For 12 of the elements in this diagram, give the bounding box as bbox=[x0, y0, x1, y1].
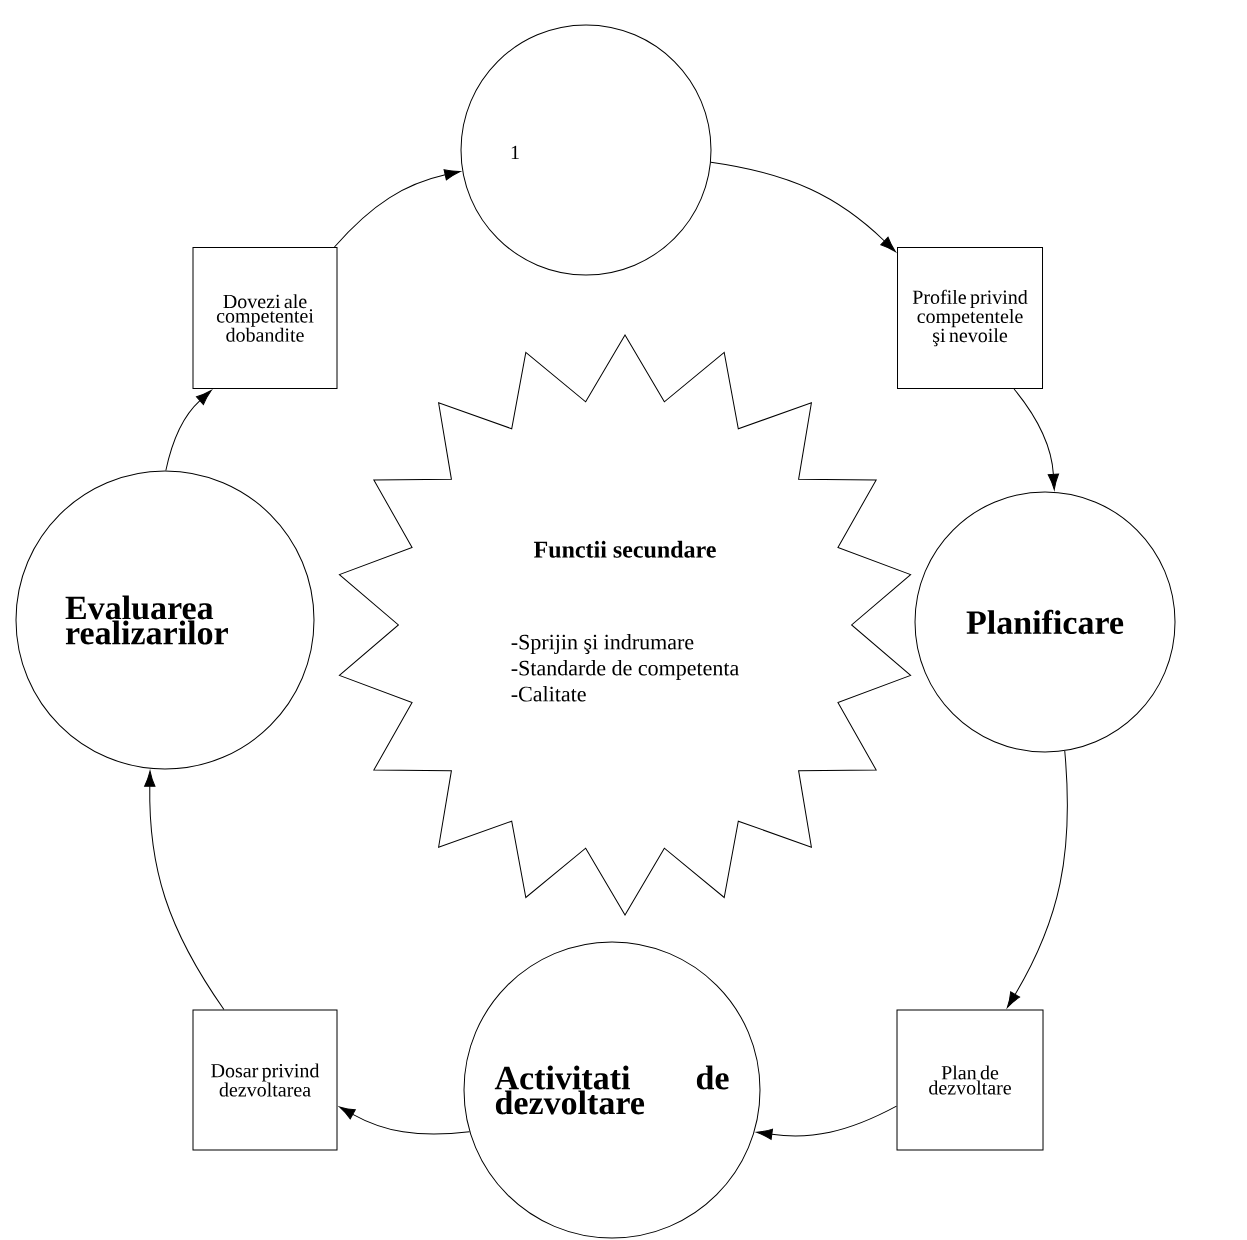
arrow bbox=[165, 390, 212, 471]
arrow bbox=[333, 169, 461, 248]
arrow bbox=[756, 1105, 897, 1140]
text-box: Plan de dezvoltare bbox=[896, 1009, 1044, 1151]
arrow bbox=[1006, 750, 1068, 1008]
arrow bbox=[144, 770, 225, 1010]
arrow bbox=[710, 161, 896, 253]
arrow bbox=[1013, 388, 1060, 491]
arrow bbox=[339, 1106, 470, 1135]
text-box: Dovezi ale competentei dobandite bbox=[192, 247, 338, 389]
text-box: Dosar privind dezvoltarea bbox=[192, 1009, 338, 1151]
text-box: Profile privind competentele şi nevoile bbox=[897, 247, 1043, 389]
